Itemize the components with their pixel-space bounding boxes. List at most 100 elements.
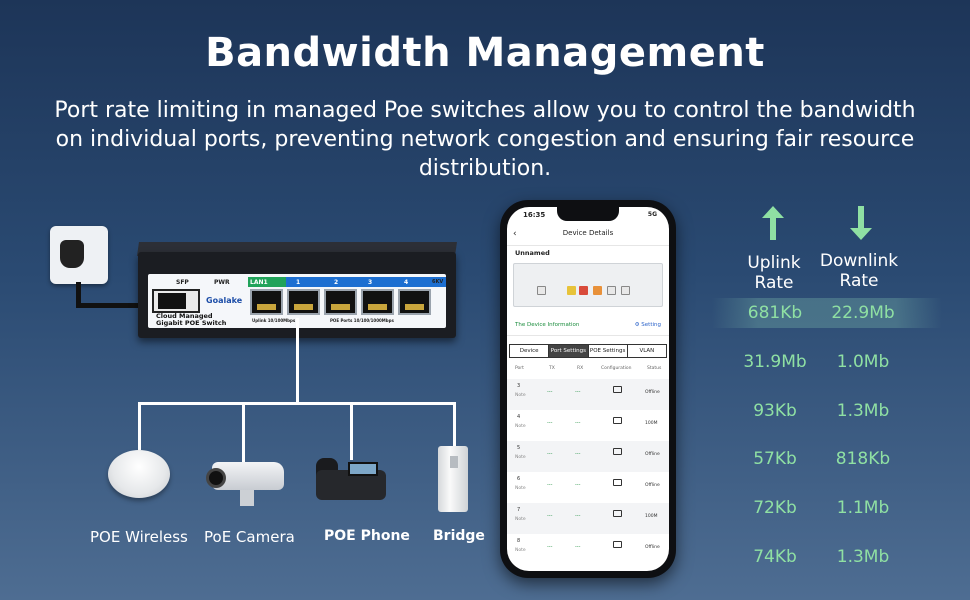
poe-port-3 xyxy=(361,289,394,315)
row-rx: --- xyxy=(575,544,581,550)
spd-label: 6KV xyxy=(432,279,444,285)
downlink-header-line2: Rate xyxy=(839,271,879,291)
device-info-link[interactable]: The Device Information xyxy=(515,322,580,328)
row-tx: --- xyxy=(547,482,553,488)
row-note[interactable]: Note xyxy=(515,393,526,398)
row-rx: --- xyxy=(575,451,581,457)
configure-icon[interactable] xyxy=(613,386,622,393)
poe-port-2 xyxy=(324,289,357,315)
preview-port-5 xyxy=(593,286,602,295)
setting-link-label: Setting xyxy=(641,322,661,328)
col-status: Status xyxy=(647,366,662,371)
row-note[interactable]: Note xyxy=(515,455,526,460)
uplink-header-line1: Uplink xyxy=(747,253,801,273)
row-tx: --- xyxy=(547,451,553,457)
uplink-caption: Uplink 10/100Mbps xyxy=(252,318,296,323)
configure-icon[interactable] xyxy=(613,541,622,548)
configure-icon[interactable] xyxy=(613,479,622,486)
wall-socket-icon xyxy=(50,226,108,284)
lan-port xyxy=(250,289,283,315)
connection-drop-1 xyxy=(138,402,141,450)
lan-label: LAN1 xyxy=(250,279,268,286)
tab-device[interactable]: Device xyxy=(510,345,550,357)
tab-vlan[interactable]: VLAN xyxy=(639,348,655,354)
uplink-rate: 681Kb xyxy=(747,303,803,323)
preview-port-7 xyxy=(621,286,630,295)
row-status: 100M xyxy=(645,421,658,426)
app-header-title: Device Details xyxy=(562,229,614,237)
configure-icon[interactable] xyxy=(613,417,622,424)
connection-drop-2 xyxy=(242,402,245,462)
col-configuration: Configuration xyxy=(601,366,632,371)
preview-port-3 xyxy=(567,286,576,295)
rate-row: 681Kb 22.9Mb xyxy=(712,298,942,328)
row-tx: --- xyxy=(547,389,553,395)
device-label-wireless: POE Wireless xyxy=(90,528,188,546)
downlink-rate: 818Kb xyxy=(835,449,891,469)
row-port: 4 xyxy=(517,414,521,420)
downlink-header: Downlink Rate xyxy=(816,251,902,291)
row-status: Offline xyxy=(645,483,660,488)
row-port: 5 xyxy=(517,445,521,451)
port-3-label: 3 xyxy=(368,279,373,286)
back-arrow-icon[interactable]: ‹ xyxy=(513,229,517,239)
row-status: Offline xyxy=(645,390,660,395)
device-label-bridge: Bridge xyxy=(433,528,485,544)
power-plug-icon xyxy=(60,240,84,268)
sfp-label: SFP xyxy=(176,279,189,286)
row-note[interactable]: Note xyxy=(515,486,526,491)
switch-preview xyxy=(513,263,663,307)
rate-row: 57Kb 818Kb xyxy=(712,444,942,474)
switch-name: Cloud Managed Gigabit POE Switch xyxy=(156,313,226,327)
app-tabs: Device Port Settings POE Settings VLAN xyxy=(509,344,667,358)
bridge-indicator xyxy=(450,456,458,468)
uplink-arrow-icon xyxy=(762,206,784,240)
connection-drop-4 xyxy=(453,402,456,446)
page-title: Bandwidth Management xyxy=(205,30,765,76)
configure-icon[interactable] xyxy=(613,510,622,517)
camera-lens xyxy=(206,468,226,488)
info-divider xyxy=(507,335,669,336)
access-point-icon xyxy=(108,450,170,498)
poe-port-4 xyxy=(398,289,431,315)
device-label-phone: POE Phone xyxy=(324,528,410,544)
pwr-label: PWR xyxy=(214,279,230,286)
row-rx: --- xyxy=(575,420,581,426)
app-screen: 16:35 5G ‹ Device Details Unnamed The De… xyxy=(507,207,669,571)
row-note[interactable]: Note xyxy=(515,424,526,429)
poe-port-1 xyxy=(287,289,320,315)
phone-notch xyxy=(557,207,619,221)
tab-poe-settings[interactable]: POE Settings xyxy=(589,345,628,357)
switch-name-line1: Cloud Managed xyxy=(156,312,213,320)
row-port: 3 xyxy=(517,383,521,389)
preview-port-l1 xyxy=(537,286,546,295)
camera-mount xyxy=(240,490,254,506)
uplink-rate: 74Kb xyxy=(753,547,797,567)
device-name: Unnamed xyxy=(515,249,550,257)
switch-lan-labelbar xyxy=(248,277,286,287)
downlink-rate: 22.9Mb xyxy=(831,303,895,323)
switch-poe-labelbar xyxy=(248,277,446,287)
col-tx: TX xyxy=(549,366,555,371)
preview-port-6 xyxy=(607,286,616,295)
setting-link[interactable]: ⚙ Setting xyxy=(635,322,661,328)
downlink-arrow-icon xyxy=(850,206,872,240)
downlink-rate: 1.3Mb xyxy=(836,401,890,421)
tab-port-settings[interactable]: Port Settings xyxy=(549,345,589,357)
uplink-rate: 57Kb xyxy=(753,449,797,469)
configure-icon[interactable] xyxy=(613,448,622,455)
row-note[interactable]: Note xyxy=(515,548,526,553)
switch-name-line2: Gigabit POE Switch xyxy=(156,319,227,327)
port-1-label: 1 xyxy=(296,279,301,286)
row-note[interactable]: Note xyxy=(515,517,526,522)
uplink-rate: 72Kb xyxy=(753,498,797,518)
gear-icon: ⚙ xyxy=(634,322,642,328)
row-status: 100M xyxy=(645,514,658,519)
power-cable xyxy=(76,282,81,308)
uplink-header-line2: Rate xyxy=(754,273,794,293)
